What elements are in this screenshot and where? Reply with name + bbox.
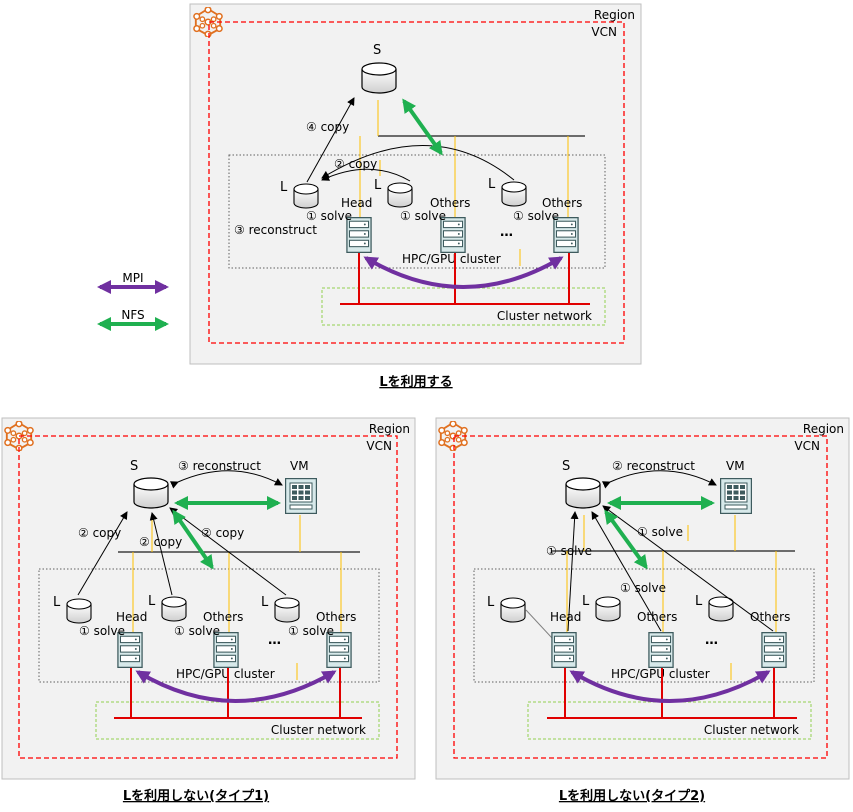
others-label-2: Others xyxy=(316,610,356,624)
step-reconstruct: ③ reconstruct xyxy=(234,223,317,237)
storage-label: S xyxy=(130,459,138,474)
hpc-cluster-label: HPC/GPU cluster xyxy=(402,252,501,266)
storage-label: S xyxy=(562,459,570,474)
step-solve-head: ① solve xyxy=(306,209,352,223)
vm-icon xyxy=(720,478,752,514)
step-solve-other1: ① solve xyxy=(620,581,666,595)
local-label-1: L xyxy=(280,180,288,195)
legend-mpi-label: MPI xyxy=(122,271,143,285)
local-disk-icon-other2 xyxy=(708,596,734,622)
local-disk-icon-other2 xyxy=(274,597,300,623)
local-label-2: L xyxy=(582,594,590,609)
region-label: Region xyxy=(594,8,635,22)
hpc-cluster-label: HPC/GPU cluster xyxy=(176,667,275,681)
region-label: Region xyxy=(369,422,410,436)
step-solve-head: ① solve xyxy=(79,624,125,638)
others-label-2: Others xyxy=(542,196,582,210)
local-label-2: L xyxy=(374,178,382,193)
solve-arrow-other1 xyxy=(591,511,662,632)
caption-use-local: Lを利用する xyxy=(379,374,452,390)
local-label-3: L xyxy=(488,177,496,192)
mpi-arrow xyxy=(135,670,337,703)
vm-icon xyxy=(285,478,317,514)
diagram-no-local-type1: Region VCN S VM ③ reconstruct HPC/GPU cl… xyxy=(1,417,416,804)
caption-type1: Lを利用しない(タイプ1) xyxy=(123,788,269,804)
ellipsis: … xyxy=(268,633,281,648)
vcn-boundary xyxy=(453,435,828,759)
legend: MPI NFS xyxy=(97,271,169,331)
ellipsis: … xyxy=(705,633,718,648)
step-copy-head: ② copy xyxy=(78,526,121,540)
local-disk-icon-other1 xyxy=(387,182,413,208)
step-solve-other2: ① solve xyxy=(288,624,334,638)
storage-icon xyxy=(361,62,397,94)
step-solve-other2: ① solve xyxy=(513,209,559,223)
step-copy-2: ② copy xyxy=(334,157,377,171)
others-label-1: Others xyxy=(203,610,243,624)
head-server-icon xyxy=(551,632,577,668)
cluster-network-label: Cluster network xyxy=(497,309,592,323)
cluster-network-label: Cluster network xyxy=(704,723,799,737)
hpc-cluster-label: HPC/GPU cluster xyxy=(611,667,710,681)
mpi-arrow xyxy=(569,670,771,703)
nfs-arrow-cluster xyxy=(172,509,214,570)
others-server-icon-2 xyxy=(761,632,787,668)
local-disk-icon-head xyxy=(293,183,319,209)
storage-label: S xyxy=(373,43,381,58)
others-server-icon-1 xyxy=(648,632,674,668)
local-disk-icon-head xyxy=(500,597,526,623)
vcn-label: VCN xyxy=(794,439,820,453)
copy-arrow-head xyxy=(77,511,128,596)
step-reconstruct: ② reconstruct xyxy=(612,459,695,473)
nfs-arrow xyxy=(402,98,443,156)
diagram-no-local-type2: Region VCN S VM ② reconstruct HPC/GPU cl… xyxy=(435,417,850,804)
reconstruct-arrow xyxy=(601,470,717,489)
caption-type2: Lを利用しない(タイプ2) xyxy=(559,788,705,804)
head-label: Head xyxy=(341,196,372,210)
head-label: Head xyxy=(116,610,147,624)
vcn-label: VCN xyxy=(366,439,392,453)
cluster-network-label: Cluster network xyxy=(271,723,366,737)
nfs-arrow-cluster xyxy=(604,509,648,570)
step-copy-other2: ② copy xyxy=(201,526,244,540)
copy-4-arrow xyxy=(306,97,355,183)
local-label-3: L xyxy=(261,595,269,610)
diagram-use-local: Region VCN S HPC/GPU cluster L L L Head … xyxy=(189,3,642,390)
step-copy-other1: ② copy xyxy=(139,535,182,549)
step-reconstruct: ③ reconstruct xyxy=(178,459,261,473)
copy-arrow-other1 xyxy=(149,512,173,596)
vcn-boundary xyxy=(18,435,398,759)
step-solve-other1: ① solve xyxy=(400,209,446,223)
storage-icon xyxy=(133,477,169,509)
head-label: Head xyxy=(550,610,581,624)
local-disk-icon-other1 xyxy=(161,596,187,622)
local-disk-icon-other2 xyxy=(501,181,527,207)
others-label-1: Others xyxy=(637,610,677,624)
storage-icon xyxy=(565,477,601,509)
local-disk-icon-head xyxy=(66,598,92,624)
local-label-2: L xyxy=(148,594,156,609)
local-disk-icon-other1 xyxy=(595,596,621,622)
ellipsis: … xyxy=(500,225,513,240)
step-copy-4: ④ copy xyxy=(306,120,349,134)
local-label-3: L xyxy=(695,594,703,609)
solve-arrow-head xyxy=(567,511,579,632)
legend-nfs-label: NFS xyxy=(121,308,144,322)
local-label-1: L xyxy=(487,595,495,610)
copy-2-arrow-1 xyxy=(321,168,411,182)
vm-label: VM xyxy=(290,459,309,473)
step-solve-other2: ① solve xyxy=(637,525,683,539)
vcn-label: VCN xyxy=(591,25,617,39)
vm-label: VM xyxy=(726,459,745,473)
others-label-2: Others xyxy=(750,610,790,624)
others-label-1: Others xyxy=(430,196,470,210)
mpi-arrow xyxy=(363,256,564,289)
reconstruct-arrow xyxy=(169,470,283,489)
step-solve-head: ① solve xyxy=(546,544,592,558)
local-label-1: L xyxy=(53,595,61,610)
step-solve-other1: ① solve xyxy=(174,624,220,638)
region-label: Region xyxy=(803,422,844,436)
